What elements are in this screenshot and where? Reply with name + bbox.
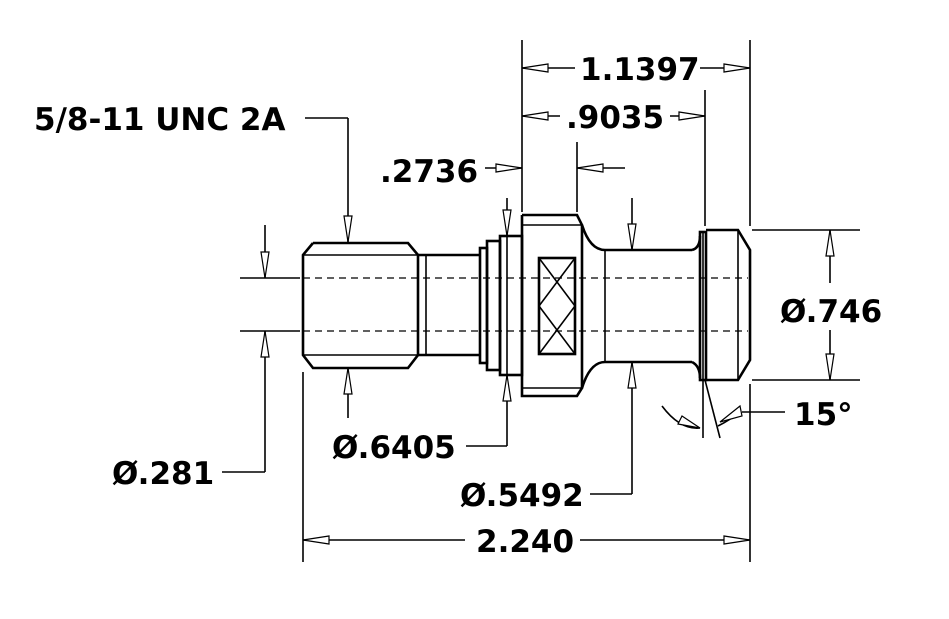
dim-9035: .9035 [566, 100, 664, 136]
dim-angle-15: 15° [794, 397, 853, 433]
part-outline [301, 213, 752, 398]
thread-spec-label: 5/8-11 UNC 2A [34, 102, 285, 138]
dim-2736: .2736 [380, 154, 478, 190]
dim-dia-746: Ø.746 [780, 294, 882, 330]
dim-dia-281: Ø.281 [112, 456, 214, 492]
dimension-lines [222, 40, 860, 562]
dim-dia-6405: Ø.6405 [332, 430, 456, 466]
dim-1-1397: 1.1397 [580, 52, 700, 88]
dim-dia-5492: Ø.5492 [460, 478, 584, 514]
dim-2-240: 2.240 [476, 524, 574, 560]
